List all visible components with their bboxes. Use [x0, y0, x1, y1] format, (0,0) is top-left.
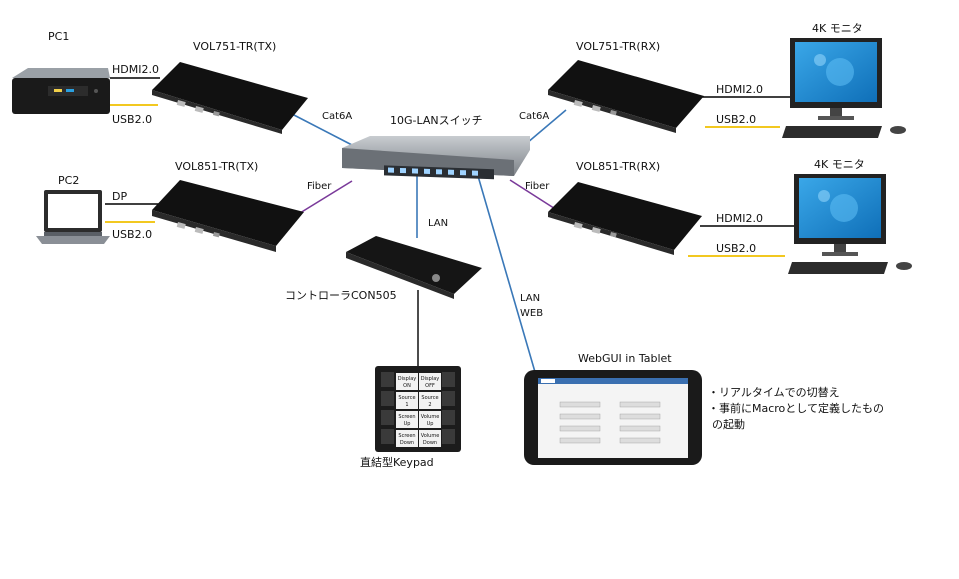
keypad-button-label: Source: [421, 395, 438, 401]
lan-switch: [342, 136, 530, 180]
keypad-button[interactable]: [396, 373, 418, 390]
keypad-button-label: 1: [405, 402, 408, 408]
controller-con505: [346, 236, 482, 299]
pc1-usb-label: USB2.0: [112, 113, 153, 126]
keypad-button[interactable]: [419, 430, 441, 447]
rx1-cat6a-cable: [526, 109, 567, 144]
tx1-cat6a-label: Cat6A: [322, 111, 353, 122]
pc1-hdmi-label: HDMI2.0: [112, 63, 159, 76]
tx1-extender: [152, 62, 308, 134]
keypad-button[interactable]: [419, 373, 441, 390]
keypad-label: 直結型Keypad: [360, 456, 434, 469]
tx2-fiber-label: Fiber: [307, 181, 332, 192]
switch-label: 10G-LANスイッチ: [390, 114, 483, 127]
pc2-label: PC2: [58, 174, 80, 187]
controller-lan-label: LAN: [428, 218, 449, 229]
keypad-button-label: Display: [421, 376, 439, 382]
monitor2-desktop: [788, 174, 912, 274]
pc1-mini-pc: [12, 68, 110, 114]
tablet-lan-label: LAN: [520, 293, 541, 304]
tablet-label: WebGUI in Tablet: [578, 352, 672, 365]
rx1-usb-label: USB2.0: [716, 113, 757, 126]
keypad-button-label: Screen: [398, 414, 415, 420]
controller-label: コントローラCON505: [285, 289, 397, 302]
keypad-button[interactable]: [419, 392, 441, 409]
rx1-label: VOL751-TR(RX): [576, 40, 661, 53]
rx2-extender: [548, 182, 702, 255]
pc2-usb-label: USB2.0: [112, 228, 153, 241]
keypad-button-label: Display: [398, 376, 416, 382]
pc2-laptop: [36, 190, 110, 244]
keypad-button[interactable]: [396, 392, 418, 409]
tablet-device: [524, 370, 702, 465]
tx2-label: VOL851-TR(TX): [175, 160, 259, 173]
keypad-button-label: Down: [400, 440, 414, 446]
keypad-button-label: OFF: [425, 383, 435, 389]
keypad-button-label: Down: [423, 440, 437, 446]
feature-note-line1: ・リアルタイムでの切替え: [708, 386, 840, 399]
keypad-button-label: Up: [404, 421, 411, 427]
rx2-hdmi-label: HDMI2.0: [716, 212, 763, 225]
keypad-button-label: Volume: [421, 433, 440, 439]
monitor2-label: 4K モニタ: [814, 158, 865, 171]
rx2-usb-label: USB2.0: [716, 242, 757, 255]
keypad-button[interactable]: [419, 411, 441, 428]
rx1-extender: [548, 60, 704, 133]
keypad-button-label: Volume: [421, 414, 440, 420]
tx1-label: VOL751-TR(TX): [193, 40, 277, 53]
keypad-button[interactable]: [396, 411, 418, 428]
feature-note-line2: ・事前にMacroとして定義したもの: [708, 402, 884, 415]
pc2-dp-label: DP: [112, 190, 128, 203]
tx2-extender: [152, 180, 304, 252]
keypad-button-label: 2: [428, 402, 431, 408]
rx2-fiber-label: Fiber: [525, 181, 550, 192]
keypad-button-label: ON: [403, 383, 411, 389]
keypad-button[interactable]: [396, 430, 418, 447]
rx2-fiber-cable: [509, 179, 561, 213]
monitor1-desktop: [782, 38, 906, 138]
rx1-hdmi-label: HDMI2.0: [716, 83, 763, 96]
monitor1-label: 4K モニタ: [812, 22, 863, 35]
keypad-button-label: Source: [398, 395, 415, 401]
rx1-cat6a-label: Cat6A: [519, 111, 550, 122]
tablet-lan-cable: [477, 175, 536, 373]
keypad-button-label: Screen: [398, 433, 415, 439]
tx1-cat6a-cable: [291, 113, 353, 146]
keypad-button-label: Up: [427, 421, 434, 427]
tablet-web-label: WEB: [520, 308, 544, 319]
tx2-fiber-cable: [299, 180, 353, 214]
feature-note-line3: の起動: [712, 418, 745, 431]
pc1-label: PC1: [48, 30, 70, 43]
rx2-label: VOL851-TR(RX): [576, 160, 661, 173]
